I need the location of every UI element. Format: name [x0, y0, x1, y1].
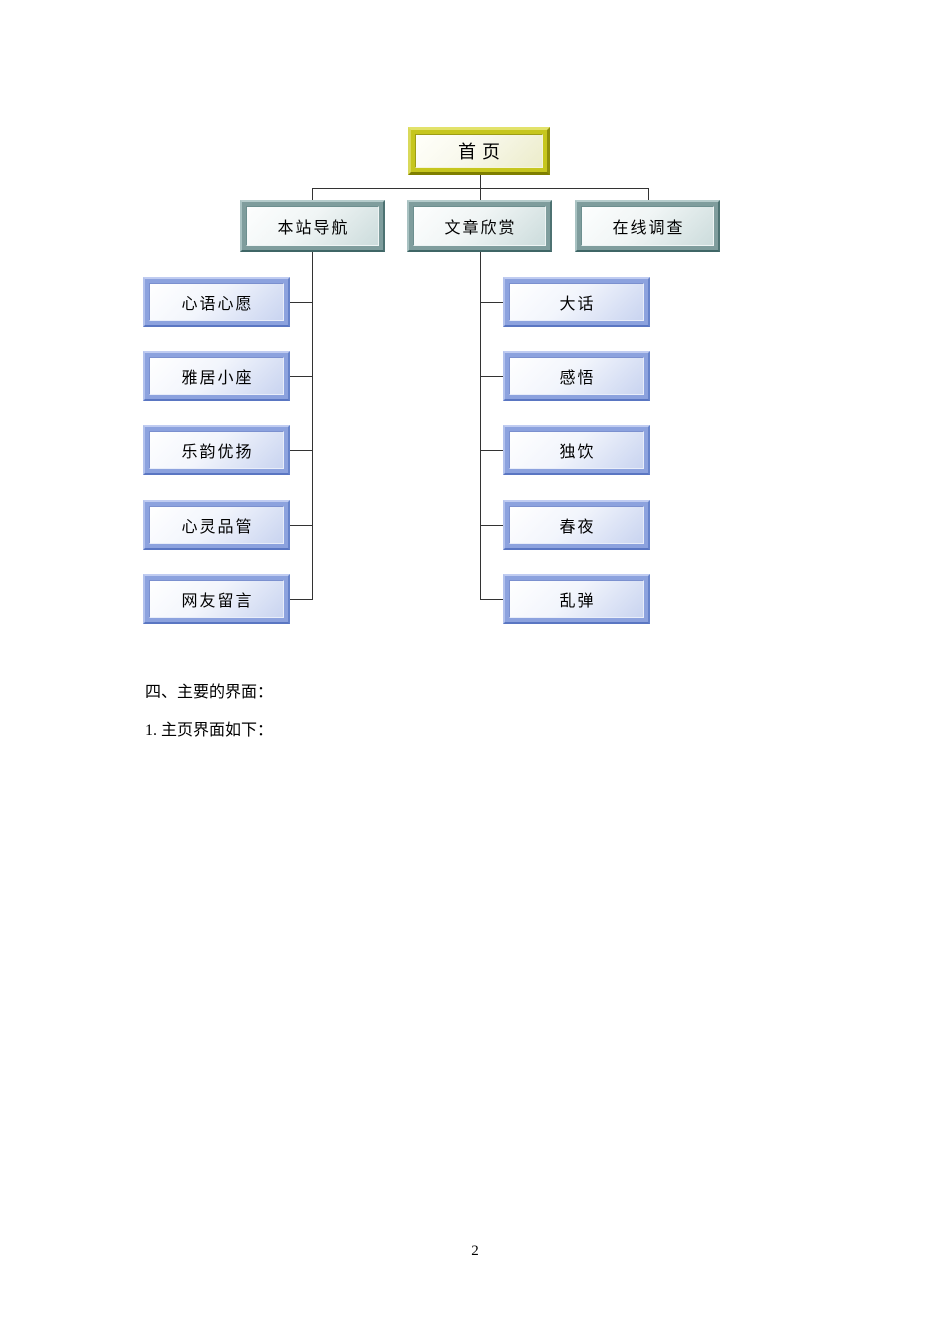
- connector-branch3-drop: [648, 188, 649, 200]
- node-site-navigation: 本站导航: [240, 200, 385, 252]
- node-home-label: 首页: [415, 134, 543, 168]
- connector-root-drop: [480, 175, 481, 188]
- node-article-appreciation: 文章欣赏: [407, 200, 552, 252]
- node-leaf: 大话: [503, 277, 650, 327]
- subsection-line: 1. 主页界面如下：: [145, 722, 274, 739]
- node-leaf: 心语心愿: [143, 277, 290, 327]
- node-online-survey: 在线调查: [575, 200, 720, 252]
- page-number: 2: [471, 1243, 479, 1259]
- node-leaf-label: 心灵品管: [149, 506, 284, 544]
- sitemap-diagram: 首页 本站导航 文章欣赏 在线调查 心语心愿 雅居小座 乐韵优扬 心灵品管 网友…: [0, 0, 950, 660]
- node-leaf: 网友留言: [143, 574, 290, 624]
- node-leaf-label: 大话: [509, 283, 644, 321]
- node-site-navigation-label: 本站导航: [246, 206, 379, 246]
- connector-right-stub: [480, 376, 503, 377]
- connector-right-stub: [480, 302, 503, 303]
- connector-right-stub: [480, 599, 503, 600]
- node-leaf: 乐韵优扬: [143, 425, 290, 475]
- node-leaf: 雅居小座: [143, 351, 290, 401]
- connector-left-stub: [290, 450, 312, 451]
- node-leaf-label: 春夜: [509, 506, 644, 544]
- connector-right-stub: [480, 525, 503, 526]
- node-article-appreciation-label: 文章欣赏: [413, 206, 546, 246]
- connector-left-trunk: [312, 252, 313, 600]
- connector-left-stub: [290, 376, 312, 377]
- node-leaf: 感悟: [503, 351, 650, 401]
- connector-branch2-drop: [480, 188, 481, 200]
- node-online-survey-label: 在线调查: [581, 206, 714, 246]
- node-leaf: 心灵品管: [143, 500, 290, 550]
- connector-left-stub: [290, 599, 312, 600]
- connector-right-stub: [480, 450, 503, 451]
- node-leaf-label: 独饮: [509, 431, 644, 469]
- connector-branch1-drop: [312, 188, 313, 200]
- node-leaf-label: 心语心愿: [149, 283, 284, 321]
- node-leaf-label: 网友留言: [149, 580, 284, 618]
- node-leaf: 独饮: [503, 425, 650, 475]
- node-leaf: 乱弹: [503, 574, 650, 624]
- connector-right-trunk: [480, 252, 481, 600]
- connector-left-stub: [290, 302, 312, 303]
- node-leaf: 春夜: [503, 500, 650, 550]
- node-leaf-label: 乱弹: [509, 580, 644, 618]
- node-leaf-label: 乐韵优扬: [149, 431, 284, 469]
- section-heading: 四、主要的界面：: [145, 684, 274, 701]
- connector-left-stub: [290, 525, 312, 526]
- node-home: 首页: [408, 127, 550, 175]
- node-leaf-label: 感悟: [509, 357, 644, 395]
- node-leaf-label: 雅居小座: [149, 357, 284, 395]
